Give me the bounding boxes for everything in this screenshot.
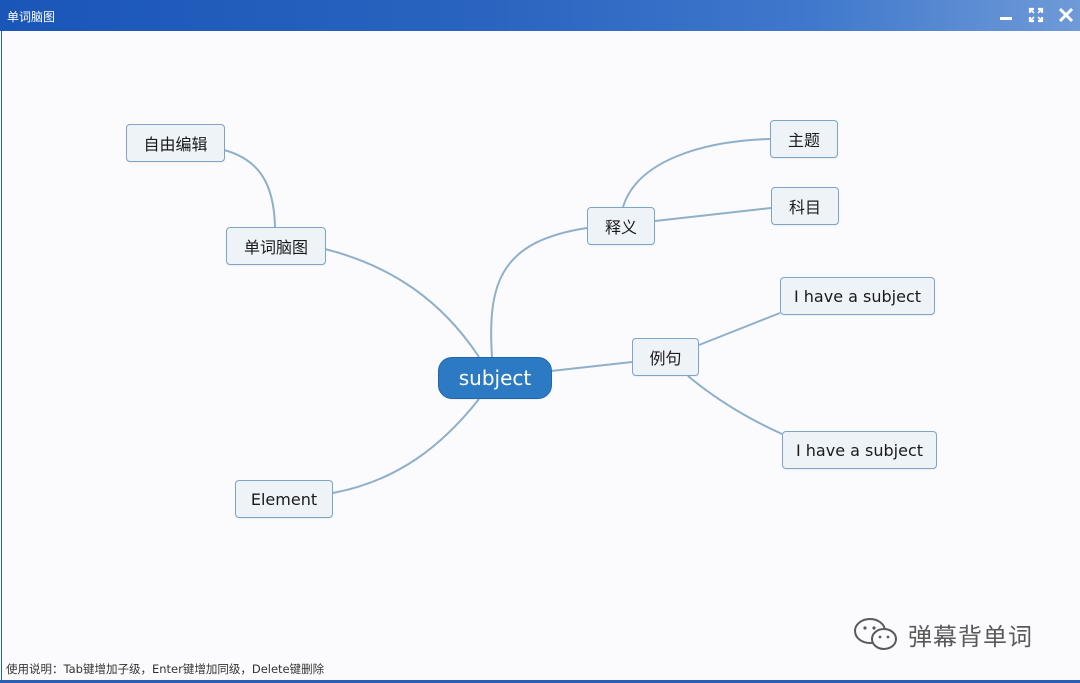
link-root-example [550, 361, 633, 372]
node-example[interactable]: 例句 [632, 338, 699, 376]
link-root-wordmap [324, 248, 480, 358]
mindmap-canvas[interactable]: subject 自由编辑 单词脑图 释义 主题 科目 例句 I have a s… [1, 31, 1080, 681]
root-node-subject[interactable]: subject [438, 357, 552, 399]
title-bar: 单词脑图 [0, 0, 1080, 31]
node-course[interactable]: 科目 [771, 187, 839, 225]
minimize-icon[interactable] [997, 6, 1015, 24]
node-topic[interactable]: 主题 [770, 120, 838, 158]
node-example-sentence-2[interactable]: I have a subject [782, 431, 937, 469]
node-example-sentence-1[interactable]: I have a subject [780, 277, 935, 315]
window-title: 单词脑图 [7, 10, 56, 24]
window-bottom-border [0, 680, 1080, 683]
close-icon[interactable] [1057, 6, 1075, 24]
wechat-icon [854, 618, 897, 650]
watermark: 弹幕背单词 [852, 616, 1033, 652]
link-root-element [332, 398, 480, 494]
node-free-edit[interactable]: 自由编辑 [126, 124, 225, 162]
node-element[interactable]: Element [235, 480, 333, 518]
link-root-meaning [490, 227, 588, 358]
watermark-text: 弹幕背单词 [908, 622, 1033, 651]
node-meaning[interactable]: 释义 [587, 207, 655, 245]
link-wordmap-freeedit [223, 149, 276, 228]
mindmap-links [223, 138, 783, 494]
link-example-ex2 [687, 375, 783, 435]
link-meaning-topic [622, 138, 771, 208]
link-example-ex1 [698, 312, 781, 346]
link-meaning-course [654, 207, 772, 222]
status-bar-instructions: 使用说明：Tab键增加子级，Enter键增加同级，Delete键删除 [6, 662, 325, 676]
node-word-map[interactable]: 单词脑图 [226, 227, 326, 265]
maximize-icon[interactable] [1027, 6, 1045, 24]
